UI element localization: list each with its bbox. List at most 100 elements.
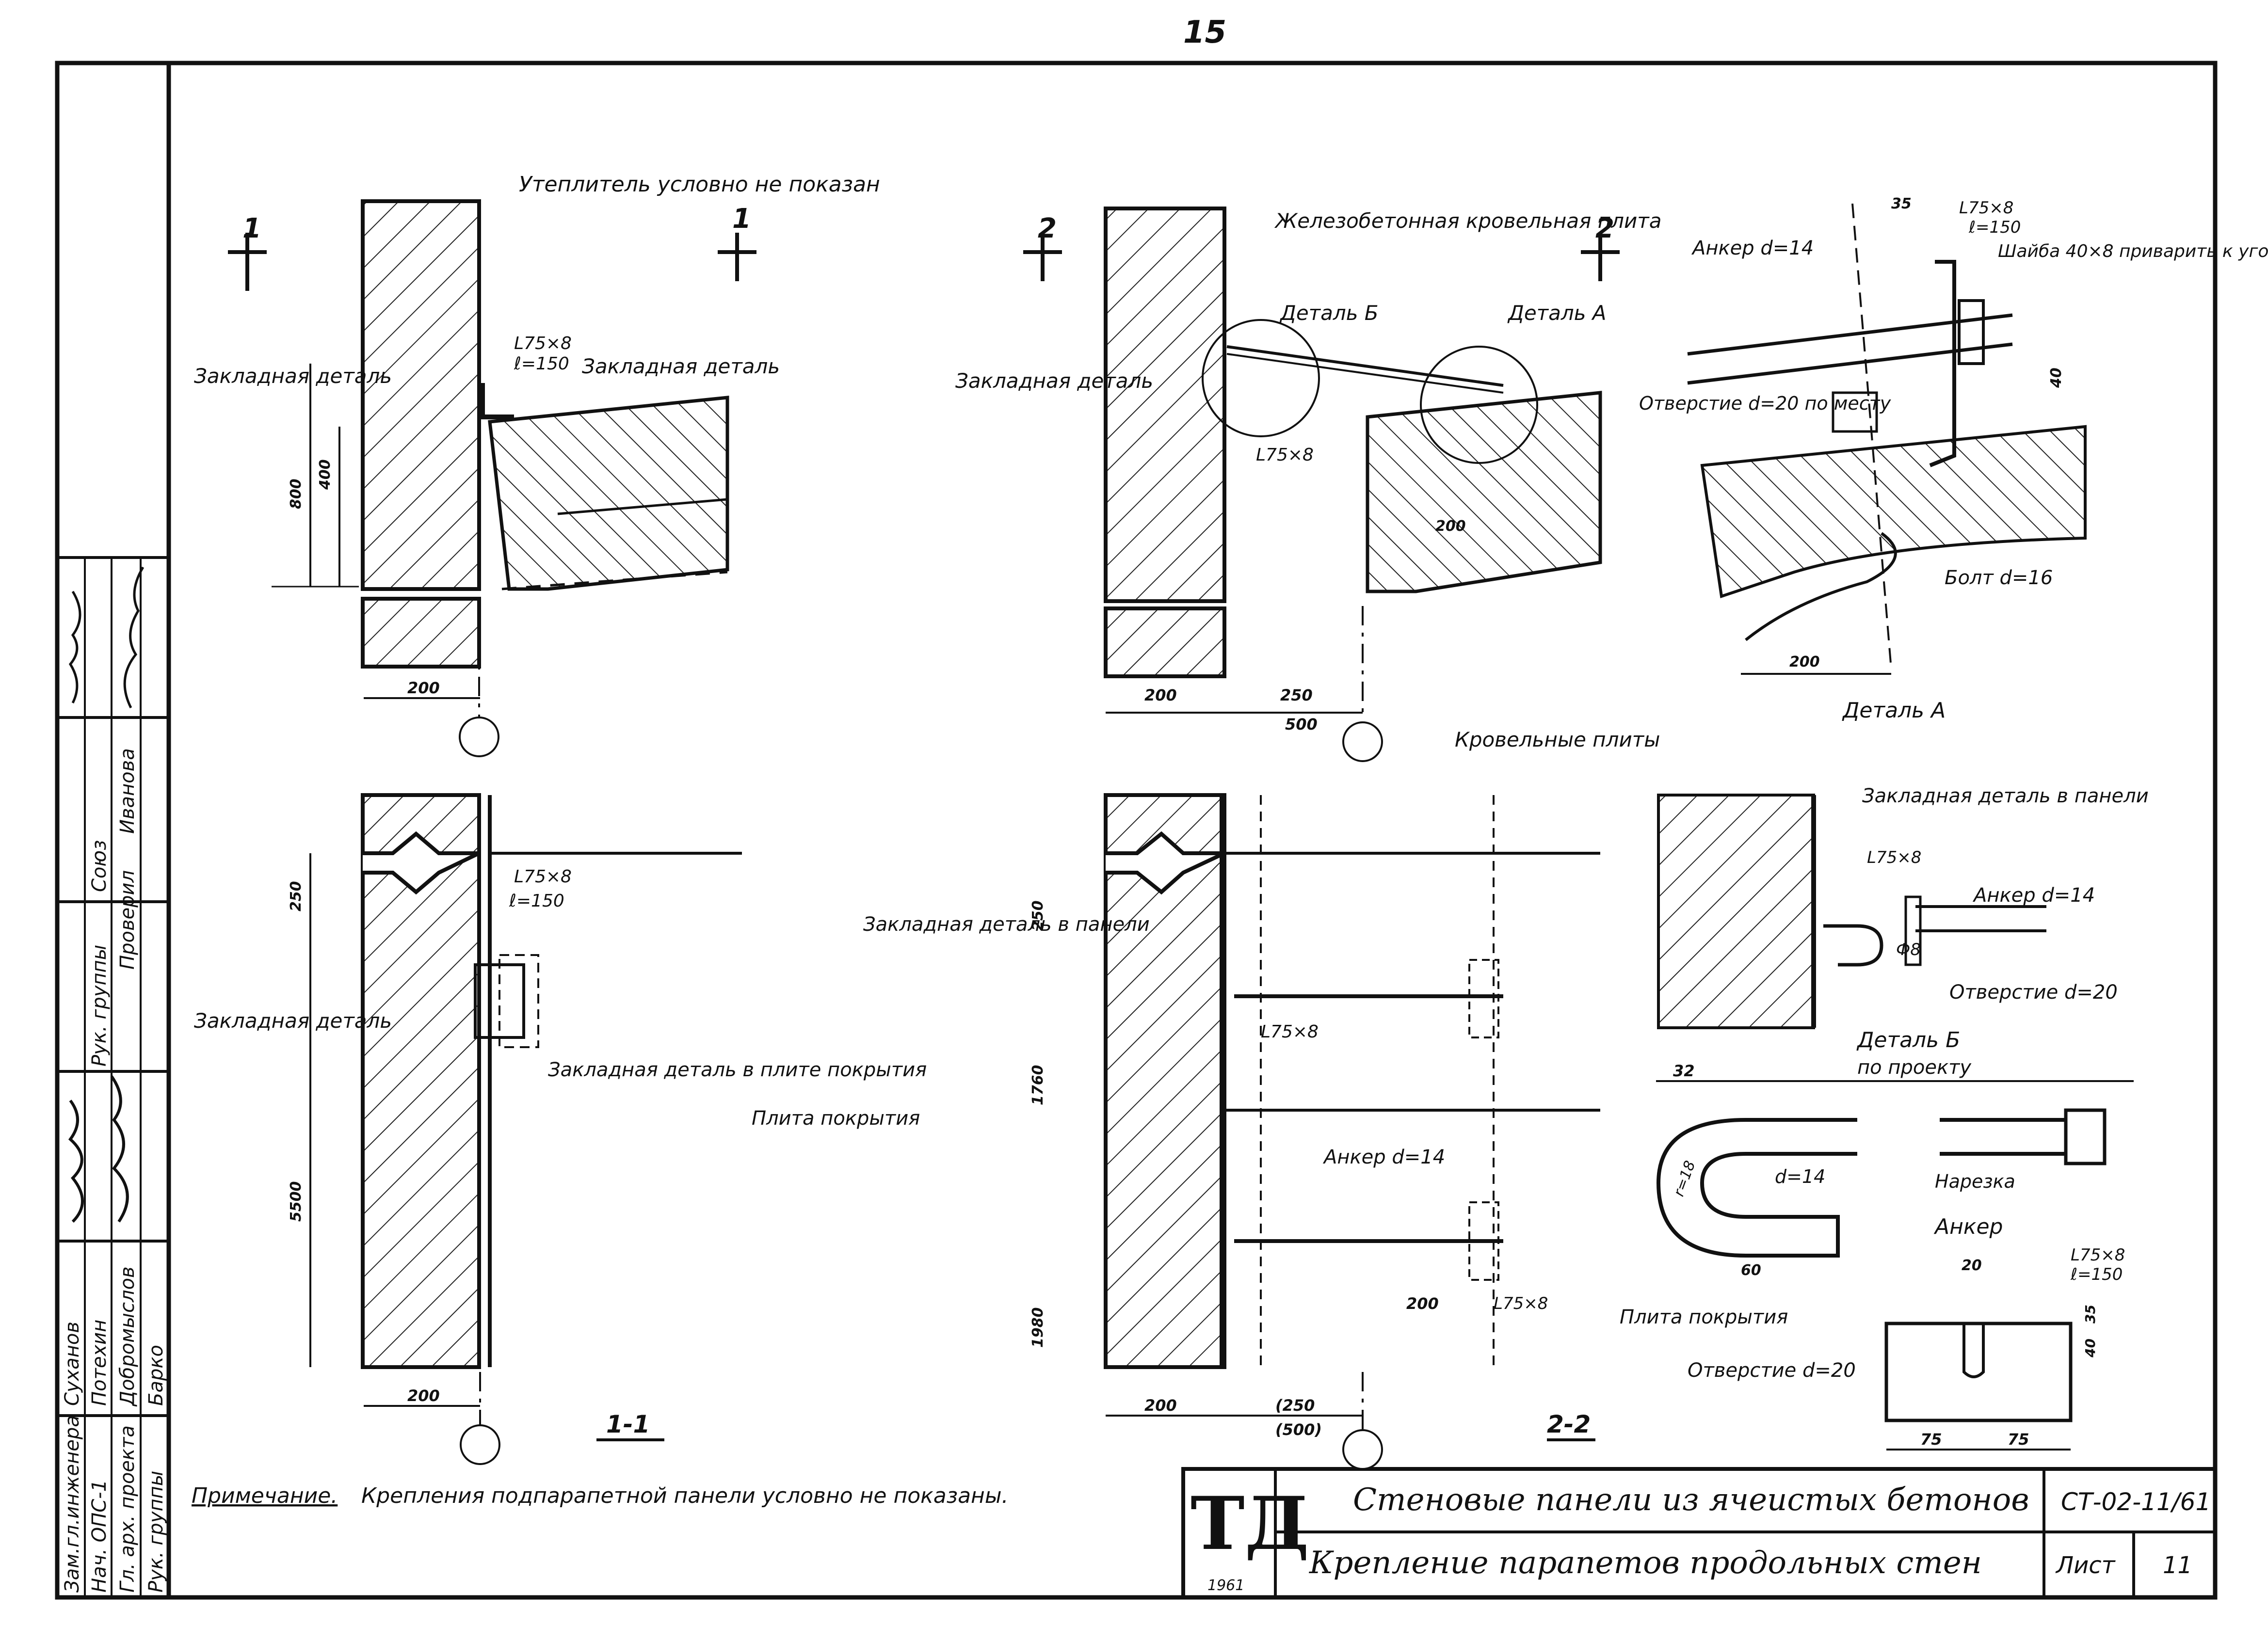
note: Примечание. Крепления подпарапетной пане…	[192, 1483, 1009, 1508]
view-2-labels: 2 2 Железобетонная кровельная плита Дета…	[955, 209, 1662, 751]
signature-4	[110, 1075, 129, 1223]
dim-200-1: 200	[407, 679, 440, 697]
angle-label-2: L75×8	[514, 867, 572, 887]
detail-a-label: Деталь А	[1507, 301, 1607, 325]
angle-length-4: ℓ=150	[2070, 1265, 2123, 1284]
stamp-right-role-1: Рук. группы	[88, 945, 111, 1067]
dim-1760: 1760	[1029, 1065, 1046, 1106]
stamp-role-3: Гл. арх. проекта	[116, 1425, 139, 1593]
stamp-right-name-2: Иванова	[116, 748, 139, 834]
detail-a-drawing	[1687, 203, 2087, 675]
stamp-role-1: Зам.гл.инженера	[61, 1415, 83, 1593]
angle-label-5: L75×8	[1494, 1294, 1548, 1313]
section-mark-2b: 2	[1595, 213, 1614, 244]
angle-label-8: L75×8	[2071, 1245, 2125, 1265]
stamp-name-1: Суханов	[61, 1322, 83, 1406]
stamp-name-4: Барко	[145, 1345, 167, 1406]
page-number: 15	[1183, 15, 1226, 50]
note-text: Крепления подпарапетной панели условно н…	[361, 1483, 1009, 1508]
dim-200-7: 200	[1789, 654, 1820, 670]
dim-250-1: 250	[288, 881, 305, 911]
view-2-2-labels: Закладная деталь в панели L75×8 Анкер d=…	[863, 900, 1788, 1439]
embedded-detail-panel-label: Закладная деталь в панели	[863, 913, 1150, 936]
dim-400: 400	[317, 459, 334, 490]
dim-40-2: 40	[2082, 1339, 2098, 1358]
anchor-drawing	[1656, 1080, 2134, 1451]
dim-200-6: 200	[1144, 1396, 1177, 1415]
rc-slab-label: Железобетонная кровельная плита	[1274, 209, 1662, 233]
hole-site-label: Отверстие d=20 по месту	[1639, 393, 1891, 414]
hole-label-2: Отверстие d=20	[1688, 1359, 1856, 1382]
anchor-label-3: Анкер d=14	[1972, 884, 2095, 907]
embedded-detail-slab-label: Закладная деталь в плите покрытия	[548, 1059, 927, 1081]
year: 1961	[1207, 1577, 1244, 1594]
dim-800: 800	[288, 478, 305, 509]
signature-1	[68, 590, 81, 704]
detail-a-labels: 35 L75×8 ℓ=150 Шайба 40×8 приварить к уг…	[1639, 195, 2268, 723]
angle-length-3: ℓ=150	[1968, 218, 2021, 237]
view-2-section	[1023, 207, 1620, 762]
angle-label-3: L75×8	[1256, 445, 1314, 465]
dim-250-3: 250	[1029, 900, 1046, 931]
dim-60: 60	[1741, 1262, 1761, 1279]
doc-code: СТ-02-11/61	[2061, 1488, 2211, 1516]
anchor-label-1: Анкер d=14	[1322, 1146, 1445, 1168]
insulation-note: Утеплитель условно не показан	[519, 172, 880, 197]
dim-35: 35	[1891, 195, 1912, 212]
angle-label-6: L75×8	[1959, 198, 2013, 218]
title-line-1: Стеновые панели из ячеистых бетонов	[1353, 1482, 2029, 1518]
stamp-name-2: Потехин	[88, 1320, 111, 1406]
section-mark-1a: 1	[242, 213, 261, 244]
embedded-detail-label-2: Закладная деталь	[582, 354, 780, 378]
angle-length-1: ℓ=150	[514, 354, 569, 374]
view-1-1-labels: L75×8 ℓ=150 Закладная деталь Закладная д…	[194, 867, 927, 1438]
dim-20: 20	[1962, 1257, 1982, 1274]
angle-label-1: L75×8	[514, 334, 572, 353]
signature-3	[68, 1100, 84, 1223]
sheet-number: 11	[2163, 1552, 2192, 1579]
angle-length-2: ℓ=150	[509, 891, 564, 911]
dim-250-2: 250	[1280, 686, 1313, 704]
section-mark-1b: 1	[732, 203, 751, 235]
dim-200-3: 200	[1435, 518, 1466, 535]
detail-b-labels: Закладная деталь в панели L75×8 Анкер d=…	[1856, 785, 2149, 1052]
stamp-right-role-2: Проверил	[116, 870, 139, 970]
anchor-label-2: Анкер d=14	[1691, 237, 1814, 259]
phi8-label: Ф8	[1896, 940, 1921, 959]
detail-b-drawing	[1657, 794, 2046, 1029]
dim-250-4: (250	[1275, 1396, 1315, 1415]
stamp-column: Зам.гл.инженера Нач. ОПС-1 Гл. арх. прое…	[61, 566, 167, 1593]
view-1-labels: Утеплитель условно не показан 1 1 Заклад…	[194, 172, 880, 697]
logo: ТД	[1190, 1481, 1309, 1566]
section-title-2-2: 2-2	[1547, 1410, 1591, 1438]
dim-32: 32	[1673, 1062, 1695, 1080]
r18-label: r=18	[1671, 1159, 1699, 1199]
title-block: ТД 1961 Стеновые панели из ячеистых бето…	[1190, 1481, 2211, 1594]
embedded-detail-panel-label-2: Закладная деталь в панели	[1862, 785, 2149, 807]
section-mark-2a: 2	[1038, 213, 1057, 244]
view-2-2-section	[1104, 793, 1600, 1470]
sheet-frame	[55, 61, 2218, 1600]
angle-label-4: L75×8	[1261, 1022, 1319, 1042]
dim-200-4: 200	[1144, 686, 1177, 704]
note-label: Примечание.	[192, 1483, 338, 1508]
dim-500: 500	[1285, 715, 1318, 733]
stamp-role-4: Рук. группы	[145, 1471, 167, 1593]
view-1-section	[228, 199, 756, 757]
by-project-label: по проекту	[1857, 1056, 1972, 1079]
cover-slab-label-1: Плита покрытия	[752, 1107, 920, 1130]
d14-label: d=14	[1775, 1166, 1825, 1187]
dim-200-2: 200	[407, 1387, 440, 1405]
dim-75-2: 75	[2008, 1430, 2029, 1449]
section-title-1-1: 1-1	[606, 1410, 650, 1438]
stamp-role-2: Нач. ОПС-1	[88, 1480, 111, 1593]
anchor-title: Анкер	[1933, 1214, 2003, 1239]
signature-2	[123, 566, 145, 709]
title-line-2: Крепление парапетов продольных стен	[1309, 1545, 1982, 1581]
thread-label: Нарезка	[1935, 1171, 2015, 1192]
anchor-labels: 32 по проекту r=18 d=14 Нарезка 60 Анкер…	[1671, 1056, 2125, 1449]
view-1-1-section	[309, 793, 742, 1465]
cover-slab-label-2: Плита покрытия	[1620, 1306, 1788, 1328]
sheet-label: Лист	[2055, 1552, 2116, 1579]
